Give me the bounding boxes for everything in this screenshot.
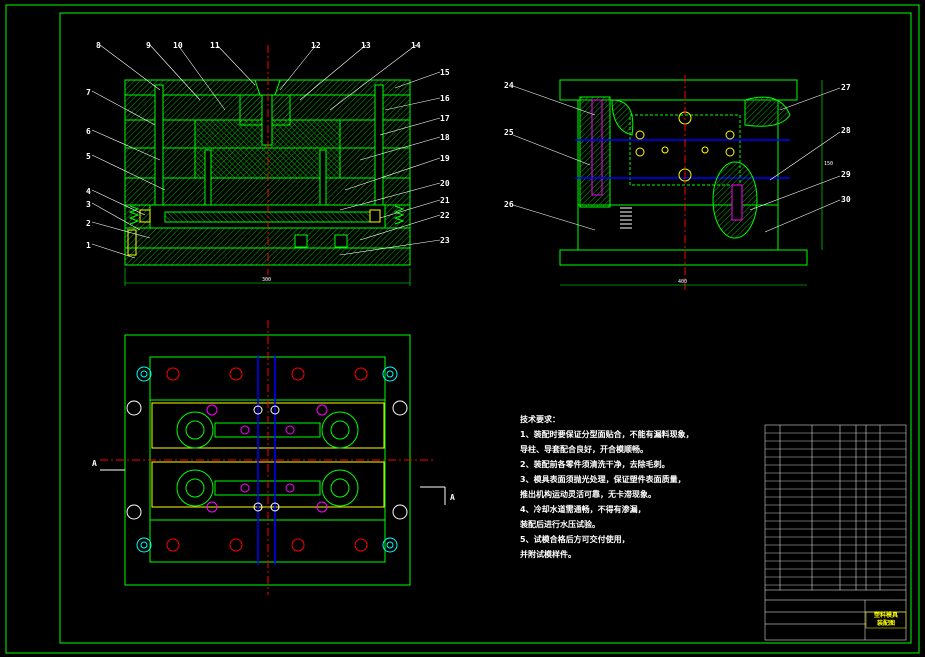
callout-label: 17 [440,114,450,123]
notes-line: 5、试模合格后方可交付使用， [520,535,630,544]
notes-line: 导柱、导套配合良好，开合模顺畅。 [520,445,648,454]
notes-line: 并附试模样件。 [520,550,576,559]
main-section-view [124,45,411,286]
side-leader-lines [512,85,841,233]
callout-label: 14 [411,41,421,50]
notes-line: 4、冷却水道需通畅，不得有渗漏， [520,505,646,514]
callout-label: 10 [173,41,183,50]
side-height-dimension: 150 [824,161,833,167]
callout-label: 20 [440,179,450,188]
outer-border [5,4,920,654]
section-marker-right: A [450,493,455,502]
notes-heading: 技术要求： [520,415,560,424]
callout-label: 29 [841,170,851,179]
notes-line: 装配后进行水压试验。 [520,520,600,529]
callout-label: 22 [440,211,450,220]
callout-label: 21 [440,196,450,205]
main-leader-lines [91,44,441,259]
parts-list-table [764,424,907,641]
side-width-dimension: 400 [678,279,687,285]
callout-label: 8 [96,41,101,50]
callout-label: 28 [841,126,851,135]
notes-line: 2、装配前各零件须清洗干净，去除毛刺。 [520,460,670,469]
callout-label: 12 [311,41,321,50]
title-line-2: 装配图 [876,620,895,627]
side-section-labels: 24 25 26 27 28 29 30 [504,81,851,209]
notes-line: 1、装配时要保证分型面贴合，不能有漏料现象， [520,430,694,439]
callout-label: 13 [361,41,371,50]
callout-label: 25 [504,128,514,137]
notes-line: 推出机构运动灵活可靠，无卡滞现象。 [520,490,656,499]
callout-label: 9 [146,41,151,50]
callout-label: 5 [86,152,91,161]
callout-label: 23 [440,236,450,245]
callout-label: 26 [504,200,514,209]
title-block-name: 塑料模具 装配图 [866,612,906,628]
callout-label: 15 [440,68,450,77]
side-view [559,75,823,290]
title-block [765,589,907,640]
technical-notes: 技术要求： 1、装配时要保证分型面贴合，不能有漏料现象， 导柱、导套配合良好，开… [520,412,760,562]
parts-list-rows [765,432,906,586]
callout-label: 16 [440,94,450,103]
callout-label: 3 [86,200,91,209]
section-marker-left: A [92,459,97,468]
main-section-labels: 1 2 3 4 5 6 7 8 9 10 11 12 13 14 15 16 1… [86,41,450,250]
inner-border [59,12,912,644]
callout-label: 4 [86,187,91,196]
notes-line: 3、模具表面须抛光处理，保证塑件表面质量， [520,475,686,484]
callout-label: 30 [841,195,851,204]
callout-label: 6 [86,127,91,136]
callout-label: 7 [86,88,91,97]
callout-label: 11 [210,41,220,50]
plan-view [100,320,446,595]
callout-label: 2 [86,219,91,228]
title-line-1: 塑料模具 [873,612,898,619]
callout-label: 27 [841,83,851,92]
callout-label: 18 [440,133,450,142]
callout-label: 1 [86,241,91,250]
main-width-dimension: 300 [262,277,271,283]
callout-label: 19 [440,154,450,163]
callout-label: 24 [504,81,514,90]
